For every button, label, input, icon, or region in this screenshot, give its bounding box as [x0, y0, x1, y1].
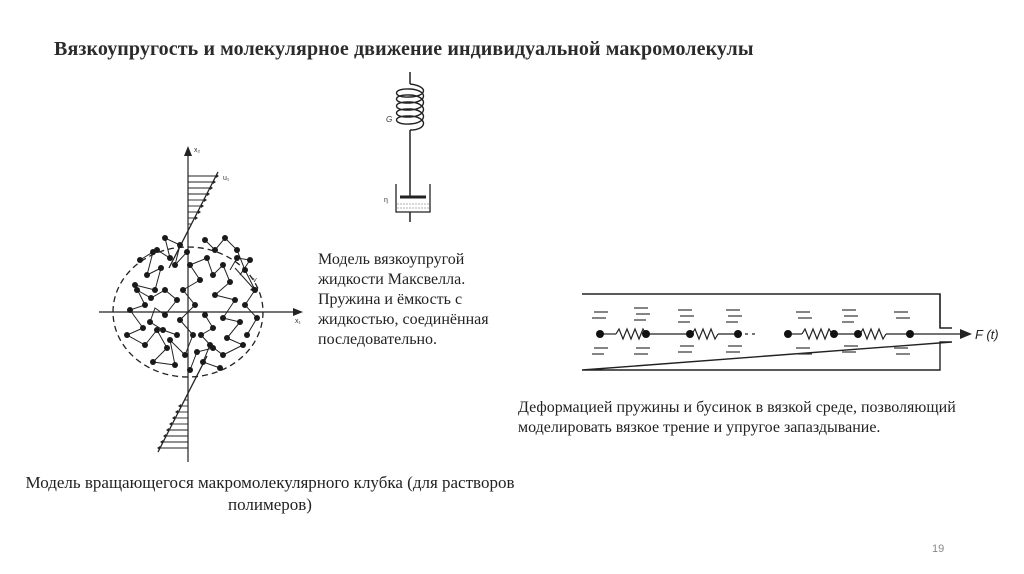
vector-label: v — [253, 277, 257, 284]
polymer-beads — [124, 235, 260, 373]
force-label: F (t) — [975, 327, 999, 342]
slide-title: Вязкоупругость и молекулярное движение и… — [54, 38, 754, 60]
spring-coil — [395, 83, 425, 131]
axis-x-label: x₁ — [295, 318, 302, 325]
beads-caption: Деформацией пружины и бусинок в вязкой с… — [518, 399, 956, 436]
axis-y-label: x₂ — [194, 147, 201, 154]
dashpot-label: η — [384, 197, 388, 204]
coil-caption: Модель вращающегося макромолекулярного к… — [25, 473, 515, 514]
bead-spring-diagram: F (t) — [581, 293, 999, 371]
maxwell-model-diagram: G η — [384, 72, 431, 222]
maxwell-caption: Модель вязкоупругой жидкости Максвелла. … — [318, 251, 489, 348]
spring-label: G — [386, 115, 392, 124]
velocity-label: u₁ — [223, 175, 230, 182]
page-number: 19 — [932, 543, 945, 555]
dashpot-cup — [395, 184, 431, 213]
rotating-coil-diagram: x₂ x₁ u₁ — [99, 146, 303, 462]
